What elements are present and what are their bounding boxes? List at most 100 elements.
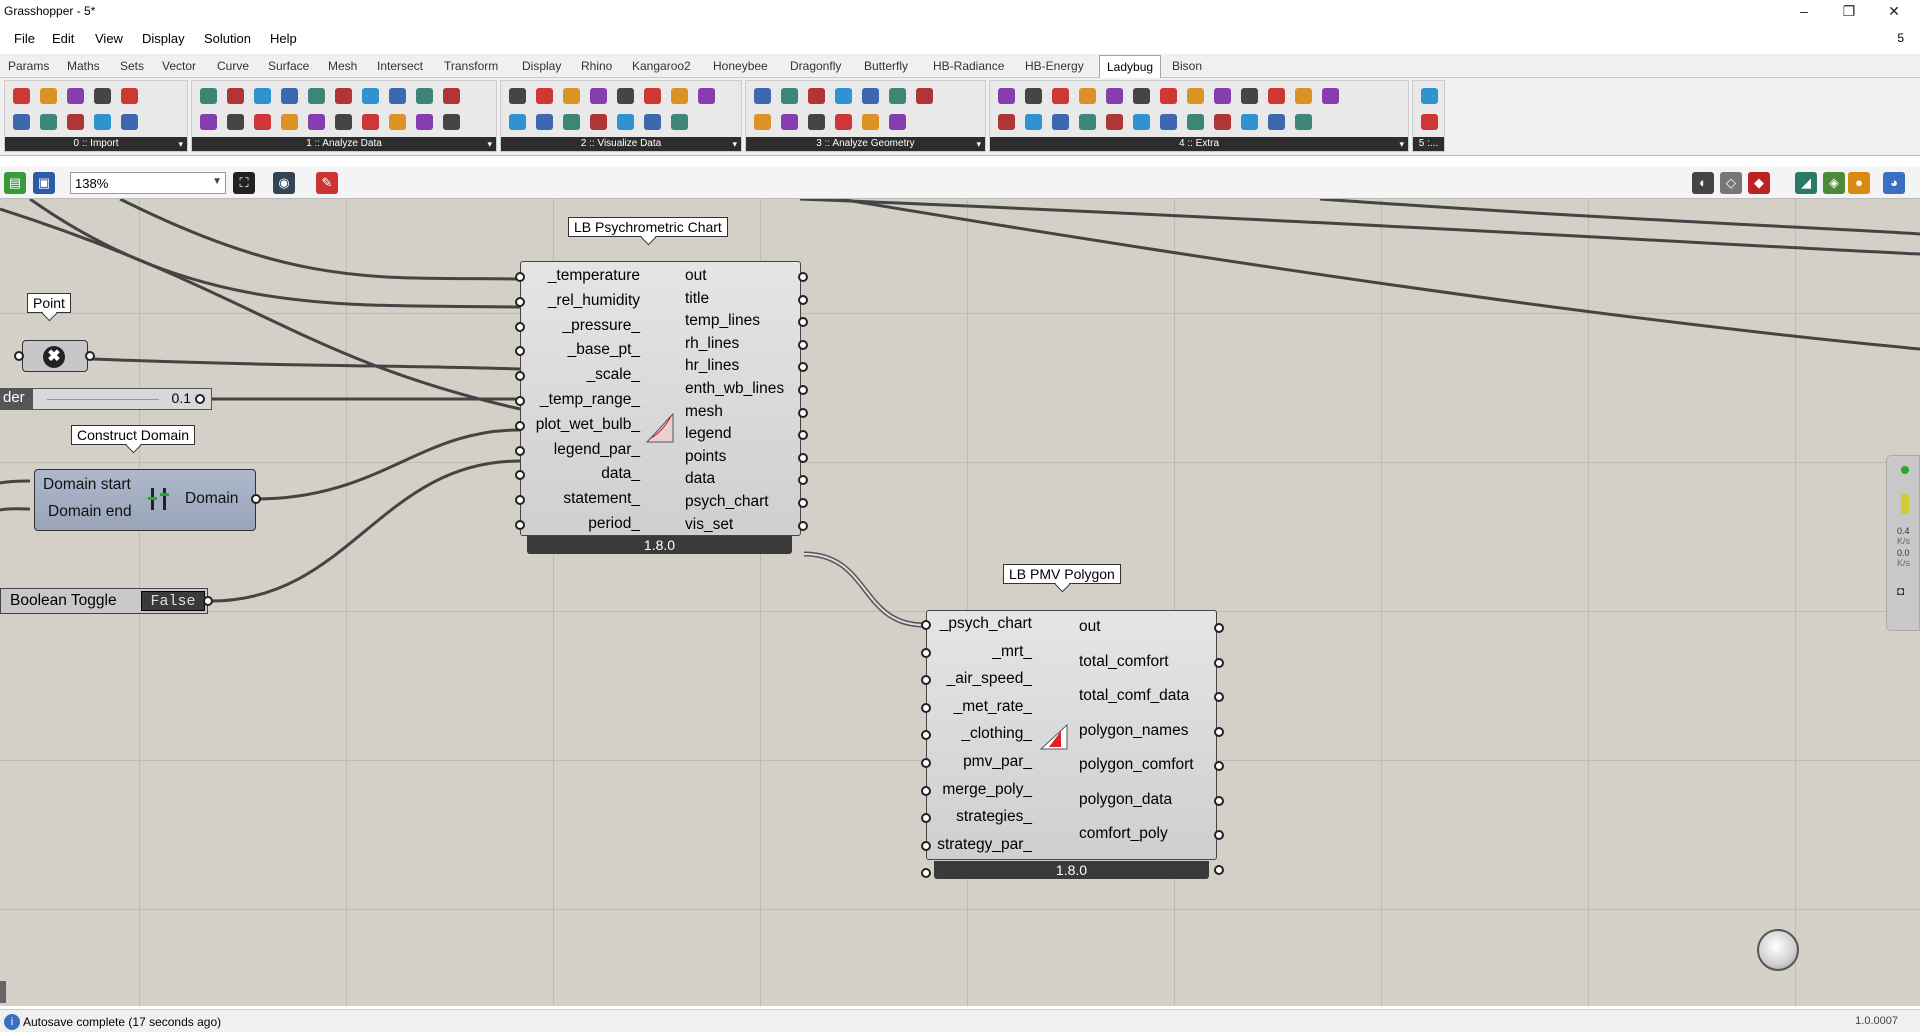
people-icon[interactable] xyxy=(1237,84,1262,108)
capture-icon[interactable] xyxy=(1048,110,1073,134)
number-slider[interactable]: der 0.1 xyxy=(0,388,212,410)
boolean-toggle[interactable]: Boolean Toggle False xyxy=(0,588,208,614)
daylight-icon[interactable] xyxy=(858,110,883,134)
globe-icon[interactable]: ◕ xyxy=(1883,172,1905,194)
output-param[interactable]: title xyxy=(685,289,710,307)
output-grip[interactable] xyxy=(1214,623,1224,633)
output-grip[interactable] xyxy=(1214,761,1224,771)
tab-intersect[interactable]: Intersect xyxy=(377,59,424,73)
menu-display[interactable]: Display xyxy=(142,31,185,46)
input-grip[interactable] xyxy=(921,840,931,851)
input-param[interactable]: _pressure_ xyxy=(562,316,640,334)
person-icon[interactable] xyxy=(277,84,302,108)
mesh-icon[interactable] xyxy=(640,110,665,134)
globe-icon[interactable] xyxy=(1318,84,1343,108)
input-grip[interactable] xyxy=(921,813,931,824)
tree-icon[interactable] xyxy=(304,84,329,108)
ab3-icon[interactable] xyxy=(1210,84,1235,108)
input-param[interactable]: _clothing_ xyxy=(961,725,1032,743)
graph-icon[interactable] xyxy=(613,84,638,108)
panel-expand-icon[interactable]: ▾ xyxy=(732,139,737,149)
input-grip[interactable] xyxy=(921,730,931,741)
figure-icon[interactable] xyxy=(412,110,437,134)
input-grip[interactable] xyxy=(921,702,931,713)
tab-mesh[interactable]: Mesh xyxy=(328,59,358,73)
render-icon[interactable]: ◢ xyxy=(1795,172,1817,194)
cf2-icon[interactable] xyxy=(1183,110,1208,134)
input-grip[interactable] xyxy=(515,520,525,530)
view-icon[interactable] xyxy=(777,84,802,108)
b2-icon[interactable] xyxy=(331,84,356,108)
tab-honeybee[interactable]: Honeybee xyxy=(713,59,768,73)
input-grip[interactable] xyxy=(515,396,525,406)
output-grip[interactable] xyxy=(1214,692,1224,702)
point-input-grip[interactable] xyxy=(14,351,24,361)
slope-icon[interactable] xyxy=(439,110,464,134)
output-grip[interactable] xyxy=(798,294,808,305)
domain-output-grip[interactable] xyxy=(251,494,261,504)
output-grip[interactable] xyxy=(1214,726,1224,737)
tab-vector[interactable]: Vector xyxy=(162,59,197,73)
tab-sets[interactable]: Sets xyxy=(120,59,145,73)
pie-icon[interactable] xyxy=(613,110,638,134)
iny-icon[interactable] xyxy=(90,84,115,108)
cf-icon[interactable] xyxy=(1156,110,1181,134)
slider-track[interactable] xyxy=(47,399,159,400)
tab-params[interactable]: Params xyxy=(8,59,50,73)
toggle-value[interactable]: False xyxy=(141,591,205,611)
menu-edit[interactable]: Edit xyxy=(52,31,75,46)
house2-icon[interactable] xyxy=(1264,110,1289,134)
output-grip[interactable] xyxy=(798,272,808,282)
input-param[interactable]: statement_ xyxy=(563,490,640,508)
input-grip[interactable] xyxy=(515,296,525,307)
sun-path-icon[interactable] xyxy=(532,110,557,134)
input-param[interactable]: period_ xyxy=(588,515,640,532)
map-icon[interactable] xyxy=(63,84,88,108)
input-param[interactable]: plot_wet_bulb_ xyxy=(535,415,640,433)
c-icon[interactable] xyxy=(304,110,329,134)
tab-hb-radiance[interactable]: HB-Radiance xyxy=(933,59,1005,73)
dots-icon[interactable] xyxy=(994,110,1019,134)
output-param[interactable]: comfort_poly xyxy=(1079,825,1168,842)
box-icon[interactable] xyxy=(1075,84,1100,108)
zoom-extents-icon[interactable]: ⛶ xyxy=(233,172,255,194)
tab-display[interactable]: Display xyxy=(522,59,562,73)
shaded-preview-icon[interactable]: ◆ xyxy=(1748,172,1770,194)
input-grip[interactable] xyxy=(515,321,525,332)
input-param[interactable]: _air_speed_ xyxy=(946,670,1032,688)
zoom-select[interactable]: 138%▼ xyxy=(70,172,226,194)
output-param[interactable]: points xyxy=(685,447,727,465)
material-icon[interactable]: ◈ xyxy=(1823,172,1845,194)
compare-icon[interactable] xyxy=(358,110,383,134)
wireframe-icon[interactable]: ◇ xyxy=(1720,172,1742,194)
chart-icon[interactable] xyxy=(250,110,275,134)
input-param[interactable]: legend_par_ xyxy=(553,440,640,458)
ab-icon[interactable] xyxy=(196,84,221,108)
tab-maths[interactable]: Maths xyxy=(67,59,100,73)
color-icon[interactable] xyxy=(1102,84,1127,108)
tab-dragonfly[interactable]: Dragonfly xyxy=(790,59,842,73)
window2-icon[interactable] xyxy=(885,110,910,134)
curve-icon[interactable] xyxy=(532,84,557,108)
output-param[interactable]: out xyxy=(685,267,707,284)
dmh-icon[interactable] xyxy=(385,84,410,108)
output-grip[interactable] xyxy=(1214,864,1224,875)
tab-kangaroo2[interactable]: Kangaroo2 xyxy=(632,59,691,73)
input-grip[interactable] xyxy=(921,758,931,768)
output-param[interactable]: rh_lines xyxy=(685,334,740,352)
output-param[interactable]: psych_chart xyxy=(685,493,769,510)
tab-bison[interactable]: Bison xyxy=(1172,59,1203,73)
input-param[interactable]: _rel_humidity xyxy=(547,291,640,309)
output-param[interactable]: legend xyxy=(685,425,732,443)
output-grip[interactable] xyxy=(798,452,808,463)
tab-surface[interactable]: Surface xyxy=(268,59,310,73)
grid-icon[interactable] xyxy=(250,84,275,108)
rays-icon[interactable] xyxy=(694,84,719,108)
tab-hb-energy[interactable]: HB-Energy xyxy=(1025,59,1084,73)
camera-icon[interactable] xyxy=(1048,84,1073,108)
scroll-handle[interactable] xyxy=(0,981,6,1003)
2d-icon[interactable] xyxy=(1129,84,1154,108)
bar-chart-icon[interactable] xyxy=(586,110,611,134)
open-icon[interactable]: ▤ xyxy=(4,172,26,194)
input-param[interactable]: merge_poly_ xyxy=(942,780,1032,798)
